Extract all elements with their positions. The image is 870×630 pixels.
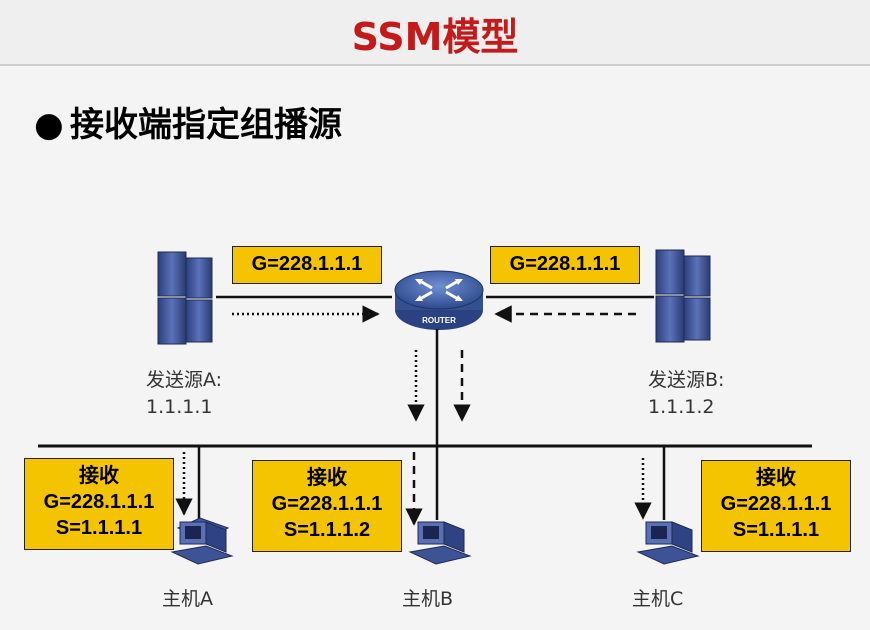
bullet-dot: ●: [34, 105, 64, 145]
receiver-a-group: G=228.1.1.1: [43, 491, 155, 513]
receiver-a-source: S=1.1.1.1: [55, 517, 143, 539]
source-a-name: 发送源A:: [146, 369, 223, 391]
receiver-b-title: 接收: [307, 467, 347, 489]
host-b-computer-icon: [408, 521, 472, 565]
title-bar: [0, 0, 870, 66]
receiver-box-a: 接收 G=228.1.1.1 S=1.1.1.1: [24, 458, 174, 550]
source-b-name: 发送源B:: [648, 369, 725, 391]
source-a-ip: 1.1.1.1: [146, 396, 213, 418]
host-b-label: 主机B: [402, 588, 454, 610]
host-a-computer-icon: [170, 517, 234, 565]
host-c-computer-icon: [636, 521, 700, 565]
receiver-c-group: G=228.1.1.1: [720, 493, 832, 515]
receiver-a-title: 接收: [79, 465, 119, 487]
server-a-icon: [157, 251, 213, 345]
bullet-text: 接收端指定组播源: [70, 105, 342, 145]
receiver-box-c: 接收 G=228.1.1.1 S=1.1.1.1: [701, 460, 851, 552]
router-label: ROUTER: [422, 316, 456, 325]
source-b-ip: 1.1.1.2: [648, 396, 715, 418]
slide-title: SSM模型: [351, 15, 519, 59]
receiver-box-b: 接收 G=228.1.1.1 S=1.1.1.2: [252, 460, 402, 552]
group-box-right: G=228.1.1.1: [490, 246, 640, 284]
group-box-left: G=228.1.1.1: [232, 246, 382, 284]
server-b-icon: [655, 249, 711, 343]
receiver-c-source: S=1.1.1.1: [732, 519, 820, 541]
host-a-label: 主机A: [162, 588, 213, 610]
receiver-b-source: S=1.1.1.2: [283, 519, 371, 541]
host-c-label: 主机C: [632, 588, 684, 610]
receiver-b-group: G=228.1.1.1: [271, 493, 383, 515]
router-icon: ROUTER: [394, 270, 484, 330]
receiver-c-title: 接收: [756, 467, 796, 489]
